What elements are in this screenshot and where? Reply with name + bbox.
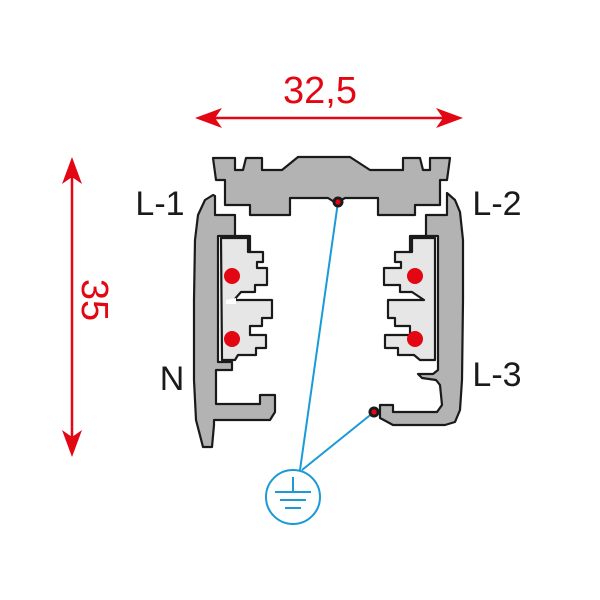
label-l1: L-1 <box>135 185 184 223</box>
label-n: N <box>160 360 185 398</box>
conductor-n <box>224 331 240 347</box>
protective-earth-icon <box>265 469 321 525</box>
ground-connections <box>299 196 380 471</box>
arrow-left-icon <box>195 108 222 128</box>
aluminum-profile <box>192 155 465 449</box>
width-dimension: 32,5 <box>195 70 463 128</box>
arrow-up-icon <box>62 157 82 184</box>
ground-line-bottom <box>301 411 375 471</box>
ground-line-top <box>299 201 339 471</box>
ground-contact-top-core <box>335 199 341 205</box>
width-dimension-label: 32,5 <box>283 70 357 112</box>
height-dimension-label: 35 <box>73 279 115 321</box>
conductor-l2 <box>407 268 423 284</box>
arrow-down-icon <box>62 430 82 457</box>
ground-contact-bottom-core <box>371 409 377 415</box>
conductor-l3 <box>407 331 423 347</box>
label-l2: L-2 <box>472 185 521 223</box>
height-dimension: 35 <box>62 157 115 457</box>
label-l3: L-3 <box>472 356 521 394</box>
conductor-l1 <box>224 268 240 284</box>
conductors <box>224 268 423 347</box>
arrow-right-icon <box>436 108 463 128</box>
